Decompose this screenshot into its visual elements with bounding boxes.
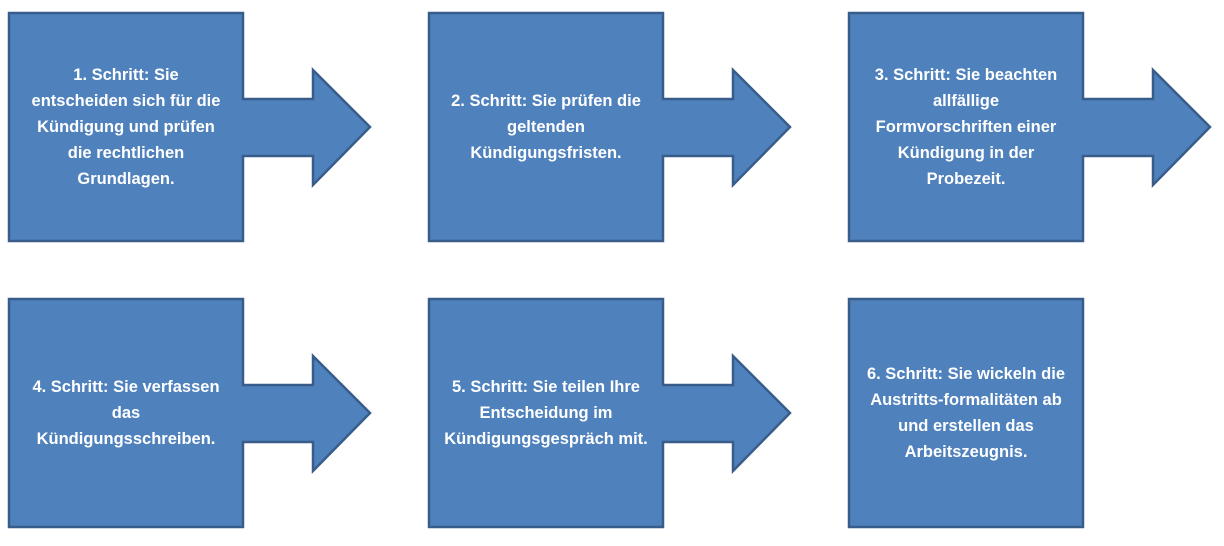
step-4-label: 4. Schritt: Sie verfassen das Kündigungs…: [32, 378, 220, 448]
step-2-label: 2. Schritt: Sie prüfen die geltenden Kün…: [451, 92, 641, 162]
step-3: 3. Schritt: Sie beachten allfällige Form…: [840, 0, 1212, 244]
step-6-label: 6. Schritt: Sie wickeln die Austritts-fo…: [866, 365, 1066, 461]
step-1-arrow-shape: [7, 11, 372, 243]
step-4: 4. Schritt: Sie verfassen das Kündigungs…: [0, 286, 372, 530]
step-6: 6. Schritt: Sie wickeln die Austritts-fo…: [840, 286, 1090, 530]
step-3-label: 3. Schritt: Sie beachten allfällige Form…: [874, 66, 1058, 188]
step-4-arrow-shape: [7, 297, 372, 529]
step-5-label: 5. Schritt: Sie teilen Ihre Entscheidung…: [444, 378, 648, 448]
step-5-arrow-shape: [427, 297, 792, 529]
step-1: 1. Schritt: Sie entscheiden sich für die…: [0, 0, 372, 244]
step-5: 5. Schritt: Sie teilen Ihre Entscheidung…: [420, 286, 792, 530]
step-2: 2. Schritt: Sie prüfen die geltenden Kün…: [420, 0, 792, 244]
step-3-arrow-shape: [847, 11, 1212, 243]
step-2-arrow-shape: [427, 11, 792, 243]
step-1-label: 1. Schritt: Sie entscheiden sich für die…: [31, 66, 221, 188]
step-6-box-shape: [847, 297, 1085, 529]
